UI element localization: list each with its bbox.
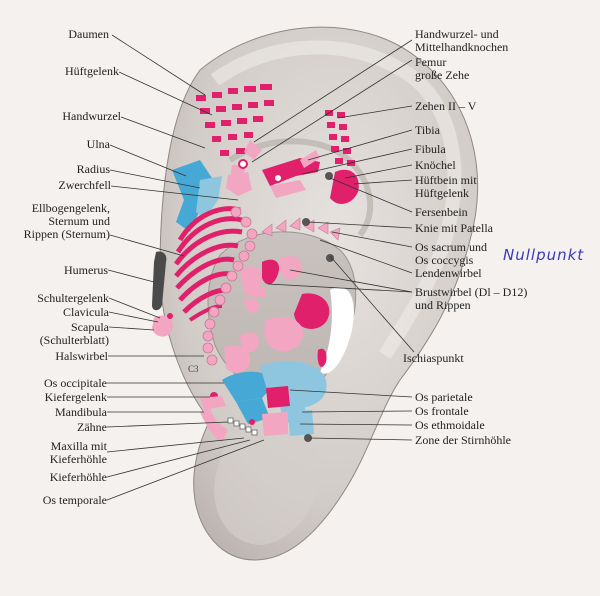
label-zone-stirnhoehle: Zone der Stirnhöhle xyxy=(415,433,511,447)
label-brustwirbel: Brustwirbel (Dl – D12) und Rippen xyxy=(415,285,528,312)
label-tibia: Tibia xyxy=(415,123,440,137)
label-scapula: Scapula (Schulterblatt) xyxy=(39,320,109,347)
label-c3: C3 xyxy=(188,364,199,374)
label-schultergelenk: Schultergelenk xyxy=(37,291,109,305)
label-hueftbein: Hüftbein mit Hüftgelenk xyxy=(415,173,477,200)
ear-canal xyxy=(320,287,354,374)
stirnhoehle-dot xyxy=(304,434,312,442)
label-os-sacrum: Os sacrum und Os coccygis xyxy=(415,240,487,267)
nullpunkt-dot xyxy=(326,254,334,262)
label-fibula: Fibula xyxy=(415,142,446,156)
label-kieferhoehle: Kieferhöhle xyxy=(49,470,107,484)
humerus xyxy=(152,251,167,311)
label-os-ethmoidale: Os ethmoidale xyxy=(415,418,485,432)
label-daumen: Daumen xyxy=(68,27,109,41)
hip-point xyxy=(238,159,248,169)
label-handwurzel: Handwurzel xyxy=(62,109,121,123)
label-halswirbel: Halswirbel xyxy=(55,349,108,363)
handwritten-nullpunkt: Nullpunkt xyxy=(503,246,585,264)
label-humerus: Humerus xyxy=(64,263,108,277)
label-lendenwirbel: Lendenwirbel xyxy=(415,266,482,280)
label-knie: Knie mit Patella xyxy=(415,221,493,235)
label-radius: Radius xyxy=(76,162,110,176)
label-femur: Femur große Zehe xyxy=(415,55,470,82)
label-fersenbein: Fersenbein xyxy=(415,205,468,219)
label-zehen: Zehen II – V xyxy=(415,99,477,113)
knie-dot xyxy=(302,218,310,226)
label-knoechel: Knöchel xyxy=(415,158,456,172)
label-os-frontale: Os frontale xyxy=(415,404,469,418)
label-clavicula: Clavicula xyxy=(63,305,109,319)
label-os-temporale: Os temporale xyxy=(42,493,107,507)
label-os-occipitale: Os occipitale xyxy=(44,376,107,390)
teeth xyxy=(227,417,258,436)
label-zaehne: Zähne xyxy=(77,420,107,434)
sacrum-triangles xyxy=(261,217,341,241)
helix-rim xyxy=(210,40,462,359)
label-handwurzel-mittelhand: Handwurzel- und Mittelhandknochen xyxy=(415,27,509,54)
label-hueftgelenk: Hüftgelenk xyxy=(65,64,119,78)
ear-lobe xyxy=(214,426,321,545)
label-kiefergelenk: Kiefergelenk xyxy=(44,390,107,404)
label-ulna: Ulna xyxy=(86,137,110,151)
label-ellbogengelenk: Ellbogengelenk, Sternum und Rippen (Ster… xyxy=(23,201,110,241)
label-os-parietale: Os parietale xyxy=(415,390,473,404)
label-ischiaspunkt: Ischiaspunkt xyxy=(403,351,464,365)
label-mandibula: Mandibula xyxy=(55,405,107,419)
ulna-radius xyxy=(172,160,212,232)
label-maxilla: Maxilla mit Kieferhöhle xyxy=(49,439,107,466)
vertebrae-group xyxy=(202,206,258,366)
leader-lines xyxy=(106,34,265,501)
label-zwerchfell: Zwerchfell xyxy=(58,178,111,192)
